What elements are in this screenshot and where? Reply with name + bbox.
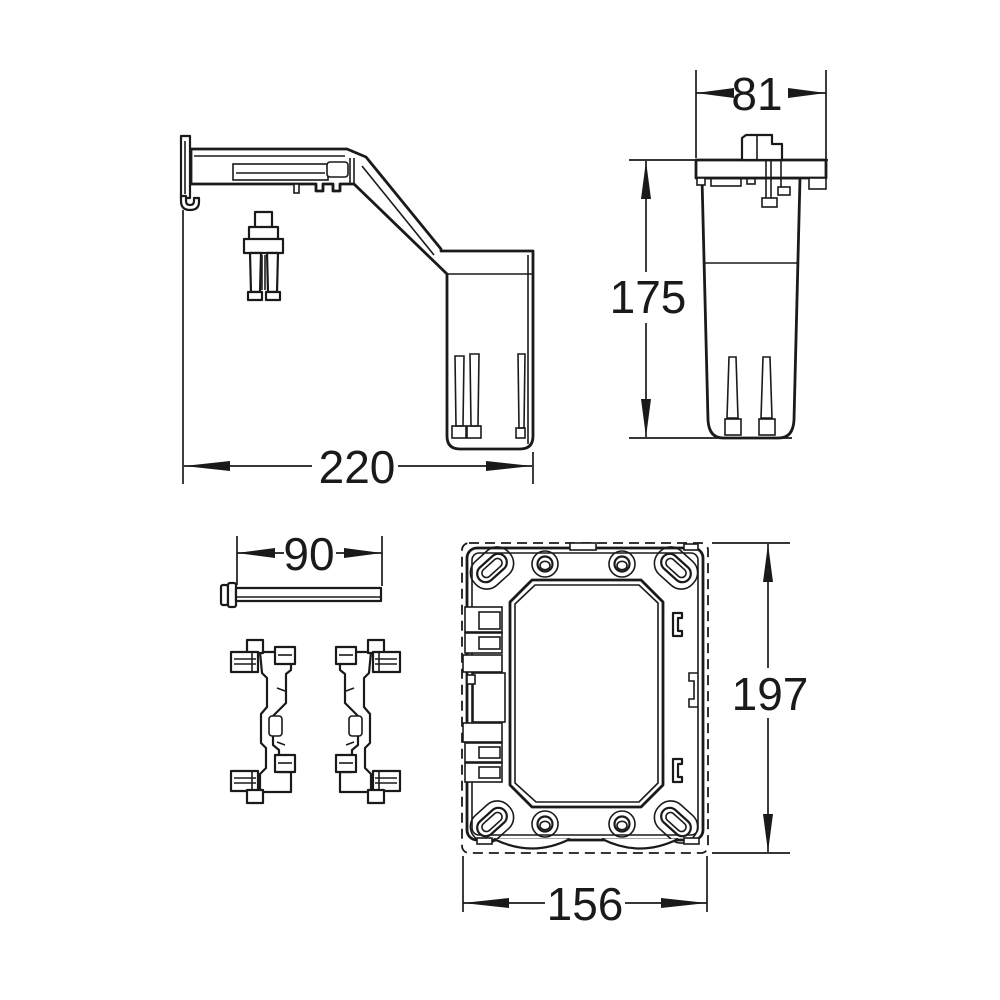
dim-label-screw-length: 90 [283, 528, 334, 580]
front-body-outline [700, 176, 802, 440]
dim-plate-width: 156 [462, 856, 708, 930]
dim-label-plate-width: 156 [547, 878, 624, 930]
corner-slot-top-left [469, 546, 515, 590]
wall-hook [179, 134, 201, 212]
corner-slot-bottom-left [469, 800, 515, 844]
dim-label-front-height: 175 [610, 271, 687, 323]
dim-screw-length: 90 [236, 528, 383, 586]
dim-bracket-depth: 220 [182, 210, 534, 493]
front-flange [694, 158, 828, 180]
dim-label-front-width: 81 [731, 68, 782, 120]
plate-left-clip-features [462, 606, 506, 783]
corner-slot-top-right [653, 546, 699, 590]
dim-label-bracket-depth: 220 [319, 441, 396, 493]
plate-right-features [671, 611, 698, 784]
mounting-plate-view [461, 542, 709, 854]
dim-front-height: 175 [610, 159, 828, 439]
central-opening [508, 578, 665, 809]
dim-front-width: 81 [695, 68, 827, 160]
screw-hole-top-right [608, 550, 636, 578]
screw-hole-bottom-left [531, 810, 559, 838]
clip-right-part [334, 638, 402, 805]
screw-hole-bottom-right [608, 810, 636, 838]
screw-hole-top-left [531, 550, 559, 578]
bracket-front-view [694, 133, 828, 440]
screw-part [219, 581, 383, 609]
plate-bottom-springs [476, 837, 700, 850]
corner-slot-bottom-right [653, 800, 699, 844]
clip-left-part [229, 638, 297, 805]
bracket-side-view [179, 134, 535, 451]
dim-plate-height: 197 [712, 542, 809, 854]
front-top-tab [740, 133, 784, 162]
bracket-arm-outline [189, 147, 535, 451]
dim-label-plate-height: 197 [732, 668, 809, 720]
pin-part [242, 210, 285, 302]
